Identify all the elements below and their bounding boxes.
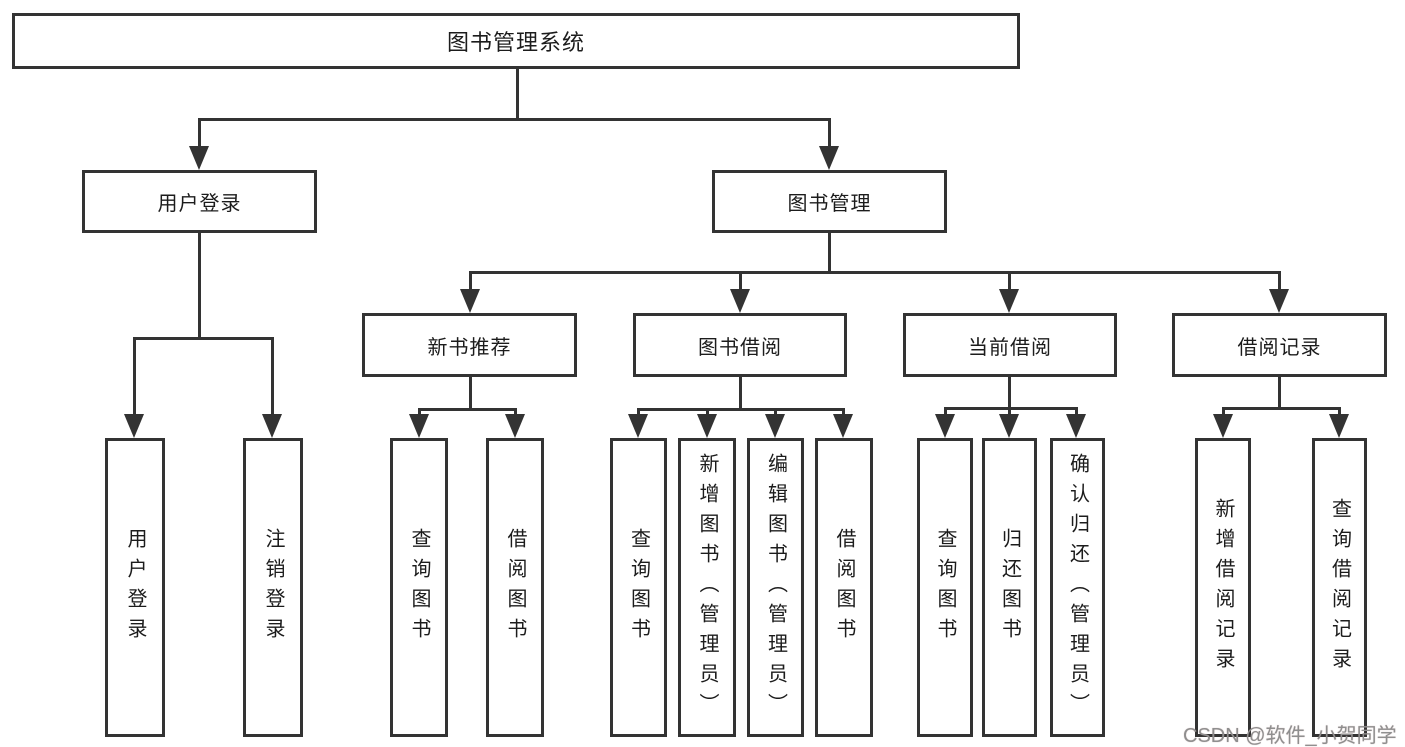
arrow-down-icon [697, 414, 717, 438]
arrow-down-icon [628, 414, 648, 438]
leaf-record-add-record-label: 新增借阅记录 [1212, 497, 1234, 678]
leaf-record-query-record-label: 查询借阅记录 [1328, 497, 1351, 678]
arrow-down-icon [1329, 414, 1349, 438]
leaf-current-return-book: 归还图书 [982, 438, 1037, 737]
connector-drop-leaf [944, 407, 947, 418]
connector-drop-leaf [842, 408, 845, 418]
arrow-down-icon [1213, 414, 1233, 438]
leaf-borrow-borrow-book: 借阅图书 [815, 438, 873, 737]
arrow-down-icon [730, 289, 750, 313]
connector-drop-leaf [133, 337, 136, 416]
arrow-down-icon [999, 414, 1019, 438]
connector-root-stem [516, 68, 519, 118]
leaf-user-login: 用户登录 [105, 438, 165, 737]
connector-drop-leaf [637, 408, 640, 418]
connector-new-book-horizontal [418, 408, 516, 411]
arrow-down-icon [935, 414, 955, 438]
connector-current-borrow-horizontal [944, 407, 1078, 410]
node-user-login: 用户登录 [82, 170, 317, 233]
node-borrow-record: 借阅记录 [1172, 313, 1387, 377]
leaf-record-query-record: 查询借阅记录 [1312, 438, 1367, 737]
connector-drop-leaf [418, 408, 421, 418]
connector-drop-leaf [1222, 407, 1225, 418]
leaf-current-confirm-return-admin: 确认归还（管理员） [1050, 438, 1105, 737]
arrow-down-icon [460, 289, 480, 313]
node-current-borrow-label: 当前借阅 [968, 336, 1052, 359]
leaf-current-confirm-return-admin-label: 确认归还（管理员） [1066, 452, 1089, 723]
node-root-label: 图书管理系统 [446, 30, 585, 55]
leaf-logout-label: 注销登录 [262, 527, 284, 648]
arrow-down-icon [189, 146, 209, 170]
leaf-newbook-query-book: 查询图书 [390, 438, 448, 737]
connector-borrow-record-stem [1278, 377, 1281, 407]
connector-drop-book-management [828, 118, 831, 148]
arrow-down-icon [409, 414, 429, 438]
connector-drop-leaf [514, 408, 517, 418]
connector-book-borrow-horizontal [637, 408, 845, 411]
leaf-record-add-record: 新增借阅记录 [1195, 438, 1251, 737]
connector-book-borrow-stem [739, 377, 742, 408]
leaf-current-query-book: 查询图书 [917, 438, 973, 737]
arrow-down-icon [833, 414, 853, 438]
node-book-borrow-label: 图书借阅 [698, 336, 782, 359]
leaf-borrow-edit-book-admin: 编辑图书（管理员） [747, 438, 804, 737]
node-new-book-recommend-label: 新书推荐 [427, 336, 512, 359]
arrow-down-icon [819, 146, 839, 170]
leaf-user-login-label: 用户登录 [124, 527, 146, 648]
leaf-current-return-book-label: 归还图书 [998, 527, 1021, 648]
leaf-borrow-query-book: 查询图书 [610, 438, 667, 737]
node-current-borrow: 当前借阅 [903, 313, 1117, 377]
leaf-newbook-borrow-book: 借阅图书 [486, 438, 544, 737]
leaf-borrow-edit-book-admin-label: 编辑图书（管理员） [764, 452, 787, 723]
csdn-watermark: CSDN @软件_小贺同学 [1183, 725, 1397, 747]
node-book-management: 图书管理 [712, 170, 947, 233]
arrow-down-icon [999, 289, 1019, 313]
connector-drop-leaf [1338, 407, 1341, 418]
leaf-logout: 注销登录 [243, 438, 303, 737]
connector-new-book-stem [469, 377, 472, 408]
leaf-borrow-borrow-book-label: 借阅图书 [833, 527, 855, 648]
node-borrow-record-label: 借阅记录 [1237, 336, 1322, 359]
leaf-current-query-book-label: 查询图书 [934, 527, 956, 648]
arrow-down-icon [262, 414, 282, 438]
node-user-login-label: 用户登录 [157, 193, 242, 215]
connector-drop-leaf [706, 408, 709, 418]
leaf-newbook-query-book-label: 查询图书 [408, 527, 430, 648]
connector-user-login-horizontal [133, 337, 273, 340]
arrow-down-icon [1269, 289, 1289, 313]
arrow-down-icon [124, 414, 144, 438]
connector-drop-leaf [774, 408, 777, 418]
connector-level2-horizontal [198, 118, 830, 121]
arrow-down-icon [1066, 414, 1086, 438]
connector-drop-leaf [1008, 407, 1011, 418]
connector-book-management-stem [828, 233, 831, 271]
connector-drop-leaf [271, 337, 274, 416]
connector-borrow-record-horizontal [1222, 407, 1341, 410]
node-new-book-recommend: 新书推荐 [362, 313, 577, 377]
node-book-management-label: 图书管理 [787, 193, 872, 215]
connector-drop-borrow-record [1278, 271, 1281, 293]
connector-drop-user-login [198, 118, 201, 148]
node-book-borrow: 图书借阅 [633, 313, 847, 377]
connector-level3-horizontal [469, 271, 1281, 274]
arrow-down-icon [505, 414, 525, 438]
arrow-down-icon [765, 414, 785, 438]
leaf-borrow-add-book-admin: 新增图书（管理员） [678, 438, 736, 737]
connector-drop-leaf [1075, 407, 1078, 418]
leaf-borrow-add-book-admin-label: 新增图书（管理员） [696, 452, 718, 723]
leaf-newbook-borrow-book-label: 借阅图书 [504, 527, 526, 648]
node-root: 图书管理系统 [12, 13, 1020, 69]
connector-drop-current-borrow [1008, 271, 1011, 293]
connector-drop-new-book-recommend [469, 271, 472, 293]
connector-user-login-stem [198, 233, 201, 337]
connector-current-borrow-stem [1008, 377, 1011, 407]
connector-drop-book-borrow [739, 271, 742, 293]
leaf-borrow-query-book-label: 查询图书 [627, 527, 650, 648]
